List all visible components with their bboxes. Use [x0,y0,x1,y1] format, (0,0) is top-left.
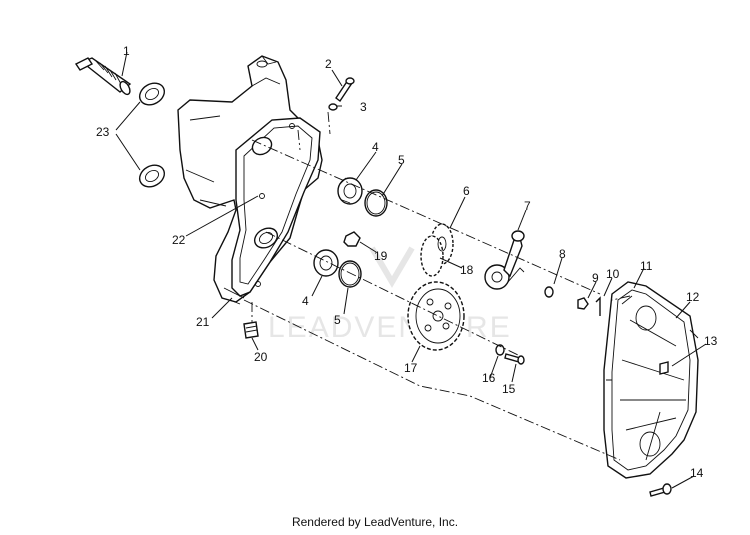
callout-4: 4 [372,140,379,154]
pin-10 [595,296,601,316]
callout-17: 17 [404,361,418,375]
callout-16: 16 [482,371,496,385]
assembly-centerlines [243,111,631,461]
callout-15: 15 [502,382,516,396]
fitting-20 [243,321,259,339]
washer-3 [328,103,338,111]
gear-case-housing [177,55,323,305]
sprocket-large [407,281,465,351]
bearing-upper [337,177,363,205]
callout-7: 7 [524,199,531,213]
seal-upper [138,82,166,106]
gear-case-cover [603,281,699,479]
callout-23: 23 [96,125,110,139]
callout-5-lower: 5 [334,313,341,327]
callout-2: 2 [325,57,332,71]
nut-9 [577,297,589,310]
bolt-14 [649,483,672,497]
callout-3: 3 [360,100,367,114]
callout-5: 5 [398,153,405,167]
o-ring-upper [364,189,388,217]
bolt-2 [335,77,355,103]
nut-19 [343,231,361,247]
bolt-15 [504,353,525,365]
callout-10: 10 [606,267,620,281]
callout-13: 13 [704,334,718,348]
callout-11: 11 [640,259,653,273]
callout-14: 14 [690,466,704,480]
washer-8 [544,286,554,298]
footer-credit: Rendered by LeadVenture, Inc. [291,515,459,529]
o-ring-lower [338,260,362,288]
leader-lines [115,51,707,489]
callout-4-lower: 4 [302,294,309,308]
input-shaft [74,57,132,96]
callout-19: 19 [374,249,388,263]
washer-16 [495,344,505,356]
tensioner-arm [484,230,525,290]
callout-6: 6 [463,184,470,198]
callout-12: 12 [686,290,700,304]
seal-lower [138,164,166,188]
watermark-logo [369,246,415,288]
watermark-text: LEADVENTURE [268,311,512,344]
sprocket-small [420,223,454,277]
callout-20: 20 [254,350,268,364]
callout-18: 18 [460,263,474,277]
bearing-lower [313,249,339,277]
callout-21: 21 [196,315,210,329]
callout-1: 1 [123,44,130,58]
callout-8: 8 [559,247,566,261]
callout-labels: 1 2 3 4 5 6 7 8 9 10 11 12 13 14 15 16 1… [96,44,718,480]
callout-9: 9 [592,271,599,285]
callout-22: 22 [172,233,186,247]
